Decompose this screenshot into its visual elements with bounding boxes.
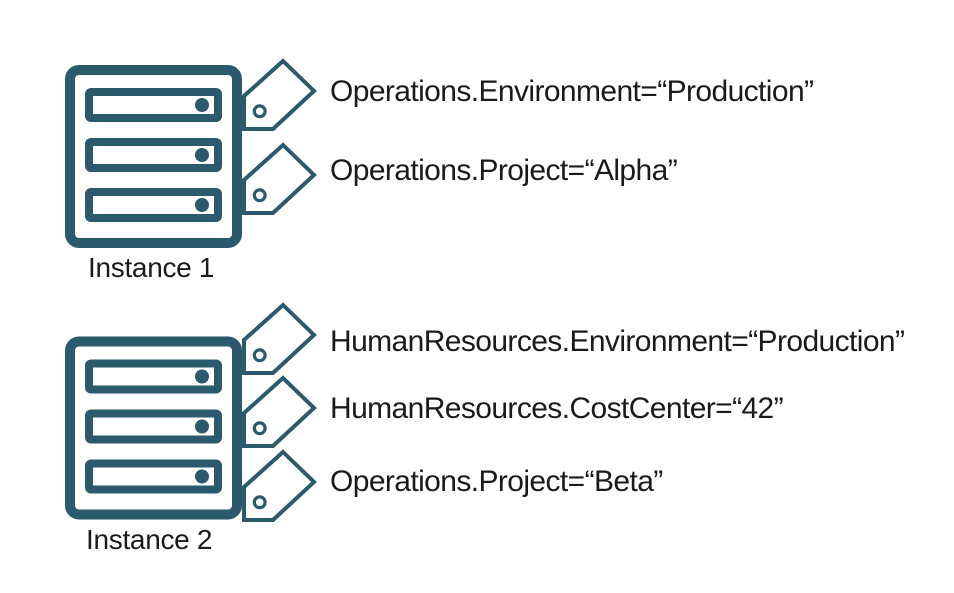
instance-1-label: Instance 1 xyxy=(88,252,215,283)
drive-led-icon xyxy=(195,148,209,162)
drive-led-icon xyxy=(195,98,209,112)
server-icon-instance-1 xyxy=(65,65,242,248)
tag-text: Operations.Project=“Alpha” xyxy=(330,154,678,187)
tag-text: Operations.Project=“Beta” xyxy=(330,465,663,498)
drive-led-icon xyxy=(195,369,209,384)
tag-text: HumanResources.CostCenter=“42” xyxy=(330,392,784,425)
server-icon-instance-2 xyxy=(65,336,242,520)
tag-icon xyxy=(242,375,317,448)
tag-icon xyxy=(242,302,317,375)
drive-led-icon xyxy=(195,419,209,434)
tag-icon xyxy=(242,449,317,522)
tag-text: HumanResources.Environment=“Production” xyxy=(330,325,905,358)
drive-led-icon xyxy=(195,469,209,484)
tag-text: Operations.Environment=“Production” xyxy=(330,75,814,108)
tag-icon xyxy=(242,142,317,215)
instance-2-label: Instance 2 xyxy=(86,524,213,555)
drive-led-icon xyxy=(195,198,209,212)
tag-icon xyxy=(242,58,317,131)
